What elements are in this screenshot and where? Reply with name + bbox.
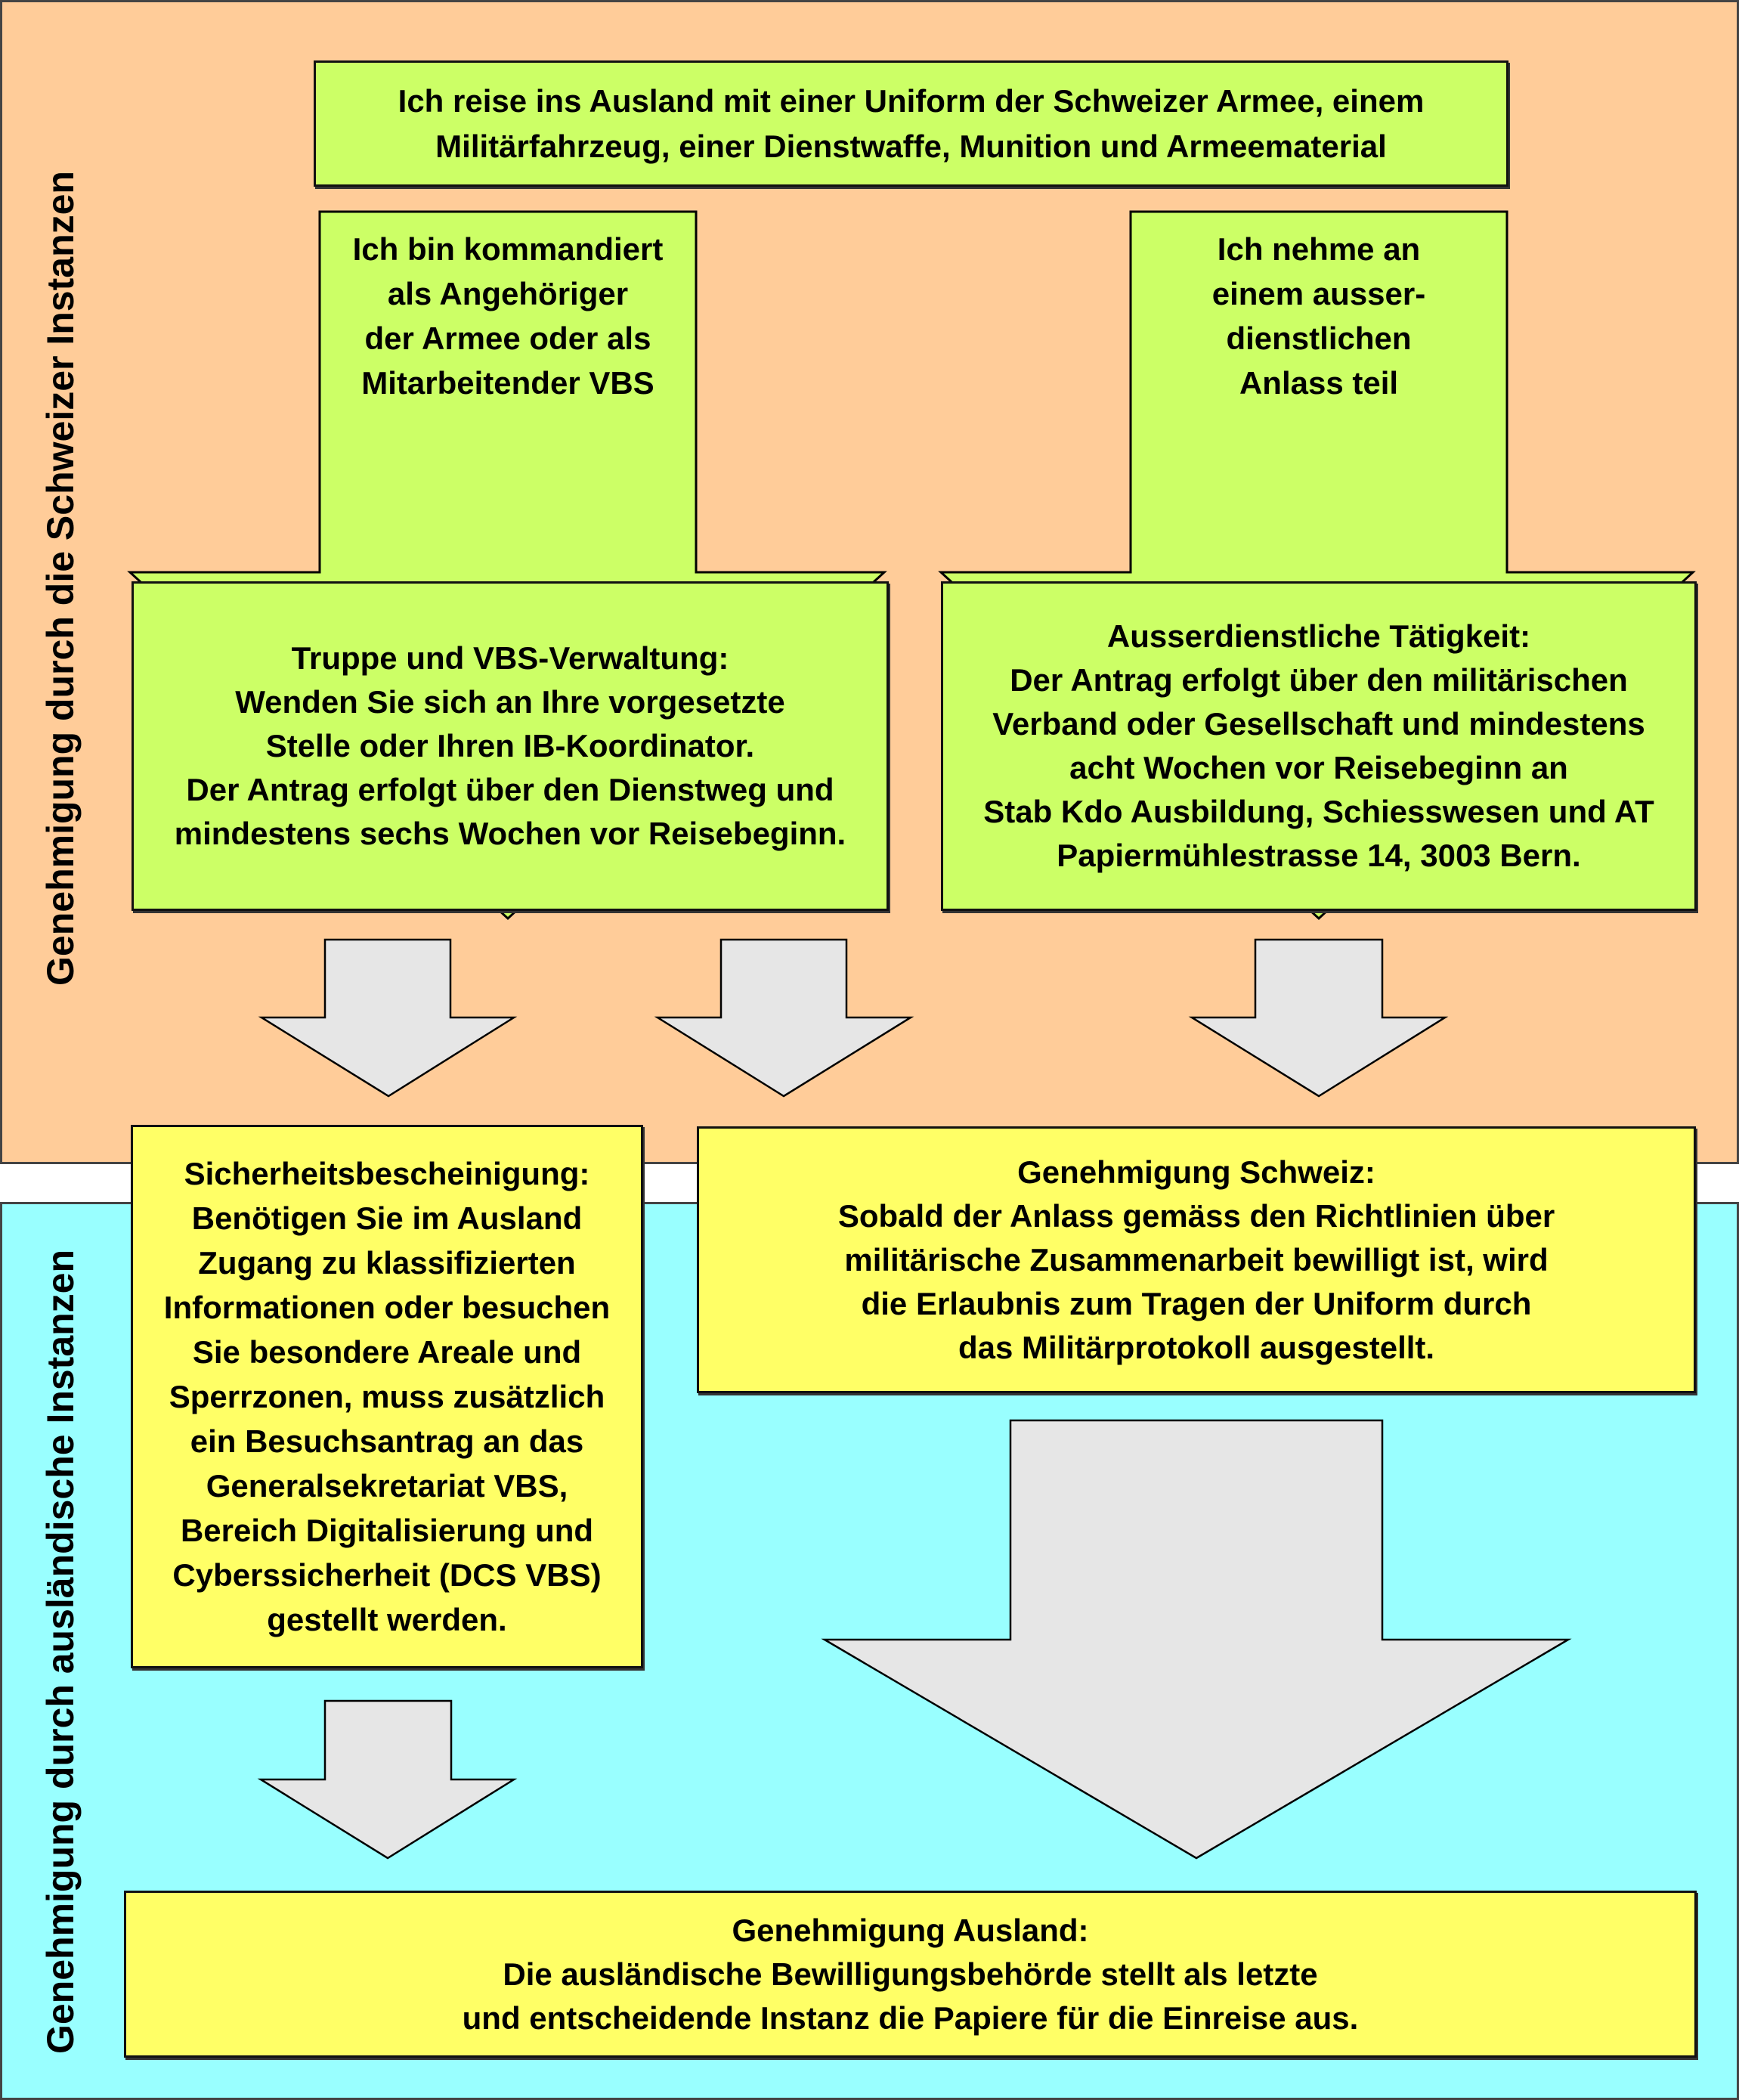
branch-left-line: Mitarbeitender VBS bbox=[361, 365, 654, 401]
branch-right-line: Anlass teil bbox=[1239, 365, 1399, 401]
ausser-box-line: Stab Kdo Ausbildung, Schiesswesen und AT bbox=[983, 794, 1654, 829]
sicher-box-line: Informationen oder besuchen bbox=[163, 1290, 611, 1325]
schweiz-box-line: das Militärprotokoll ausgestellt. bbox=[958, 1329, 1435, 1365]
sicher-box-line: Zugang zu klassifizierten bbox=[198, 1245, 576, 1281]
sicher-box-line: Bereich Digitalisierung und bbox=[180, 1513, 594, 1548]
sicher-box-line: Sie besondere Areale und bbox=[192, 1334, 582, 1370]
ausser-box-title: Ausserdienstliche Tätigkeit: bbox=[1106, 618, 1531, 654]
branch-left-text: Ich bin kommandiert als Angehöriger der … bbox=[320, 227, 696, 405]
arrow-truppe-to-sicherheit-icon bbox=[258, 938, 518, 1098]
schweiz-box-line: die Erlaubnis zum Tragen der Uniform dur… bbox=[861, 1285, 1532, 1321]
sicher-box-title: Sicherheitsbescheinigung: bbox=[184, 1156, 590, 1191]
sicher-box-line: Benötigen Sie im Ausland bbox=[191, 1200, 583, 1236]
schweiz-box-title: Genehmigung Schweiz: bbox=[1017, 1154, 1375, 1190]
truppe-box-title: Truppe und VBS-Verwaltung: bbox=[291, 640, 729, 676]
truppe-box-line: mindestens sechs Wochen vor Reisebeginn. bbox=[174, 816, 846, 851]
ausser-box-line: Der Antrag erfolgt über den militärische… bbox=[1010, 662, 1628, 698]
ausland-box-line: und entscheidende Instanz die Papiere fü… bbox=[462, 1999, 1359, 2036]
arrow-truppe-to-schweiz-icon bbox=[654, 938, 914, 1098]
schweiz-box-line: militärische Zusammenarbeit bewilligt is… bbox=[844, 1241, 1549, 1278]
genehmigung-ausland-box: Genehmigung Ausland: Die ausländische Be… bbox=[124, 1891, 1697, 2058]
ausland-box-title: Genehmigung Ausland: bbox=[732, 1912, 1089, 1948]
truppe-box-line: Stelle oder Ihren IB-Koordinator. bbox=[265, 728, 755, 763]
ausland-box-line: Die ausländische Bewilligungsbehörde ste… bbox=[503, 1956, 1318, 1992]
arrow-ausser-to-schweiz-icon bbox=[1188, 938, 1449, 1098]
ausser-box-line: Verband oder Gesellschaft und mindestens bbox=[992, 706, 1645, 742]
sicherheitsbescheinigung-box: Sicherheitsbescheinigung: Benötigen Sie … bbox=[131, 1125, 643, 1668]
arrow-sicherheit-to-ausland-icon bbox=[257, 1699, 518, 1860]
sicher-box-line: gestellt werden. bbox=[267, 1602, 507, 1637]
sicher-box-line: Cyberssicherheit (DCS VBS) bbox=[172, 1557, 602, 1593]
branch-left-line: der Armee oder als bbox=[364, 321, 651, 356]
travel-situation-box: Ich reise ins Ausland mit einer Uniform … bbox=[314, 60, 1508, 187]
sicher-box-line: Sperrzonen, muss zusätzlich bbox=[169, 1379, 605, 1414]
schweiz-box-line: Sobald der Anlass gemäss den Richtlinien… bbox=[837, 1197, 1555, 1234]
truppe-box-line: Der Antrag erfolgt über den Dienstweg un… bbox=[186, 772, 834, 807]
branch-right-line: Ich nehme an bbox=[1217, 231, 1421, 267]
branch-right-line: dienstlichen bbox=[1226, 321, 1412, 356]
branch-left-line: Ich bin kommandiert bbox=[352, 231, 664, 267]
swiss-authorities-label: Genehmigung durch die Schweizer Instanze… bbox=[39, 171, 82, 986]
truppe-vbs-box: Truppe und VBS-Verwaltung: Wenden Sie si… bbox=[132, 581, 889, 911]
foreign-authorities-label: Genehmigung durch ausländische Instanzen bbox=[39, 1249, 82, 2055]
branch-right-text: Ich nehme an einem ausser- dienstlichen … bbox=[1131, 227, 1507, 405]
branch-left-line: als Angehöriger bbox=[387, 276, 629, 311]
ausser-box-line: acht Wochen vor Reisebeginn an bbox=[1069, 750, 1568, 785]
ausser-box-line: Papiermühlestrasse 14, 3003 Bern. bbox=[1057, 838, 1581, 873]
sicher-box-line: Generalsekretariat VBS, bbox=[206, 1468, 568, 1504]
genehmigung-schweiz-box: Genehmigung Schweiz: Sobald der Anlass g… bbox=[697, 1126, 1696, 1393]
arrow-schweiz-to-ausland-icon bbox=[821, 1419, 1572, 1860]
top-box-line: Ich reise ins Ausland mit einer Uniform … bbox=[398, 82, 1425, 119]
ausserdienstlich-box: Ausserdienstliche Tätigkeit: Der Antrag … bbox=[941, 581, 1697, 911]
sicher-box-line: ein Besuchsantrag an das bbox=[190, 1423, 584, 1459]
top-box-line: Militärfahrzeug, einer Dienstwaffe, Muni… bbox=[435, 128, 1387, 164]
branch-right-line: einem ausser- bbox=[1211, 276, 1426, 311]
truppe-box-line: Wenden Sie sich an Ihre vorgesetzte bbox=[235, 684, 785, 720]
